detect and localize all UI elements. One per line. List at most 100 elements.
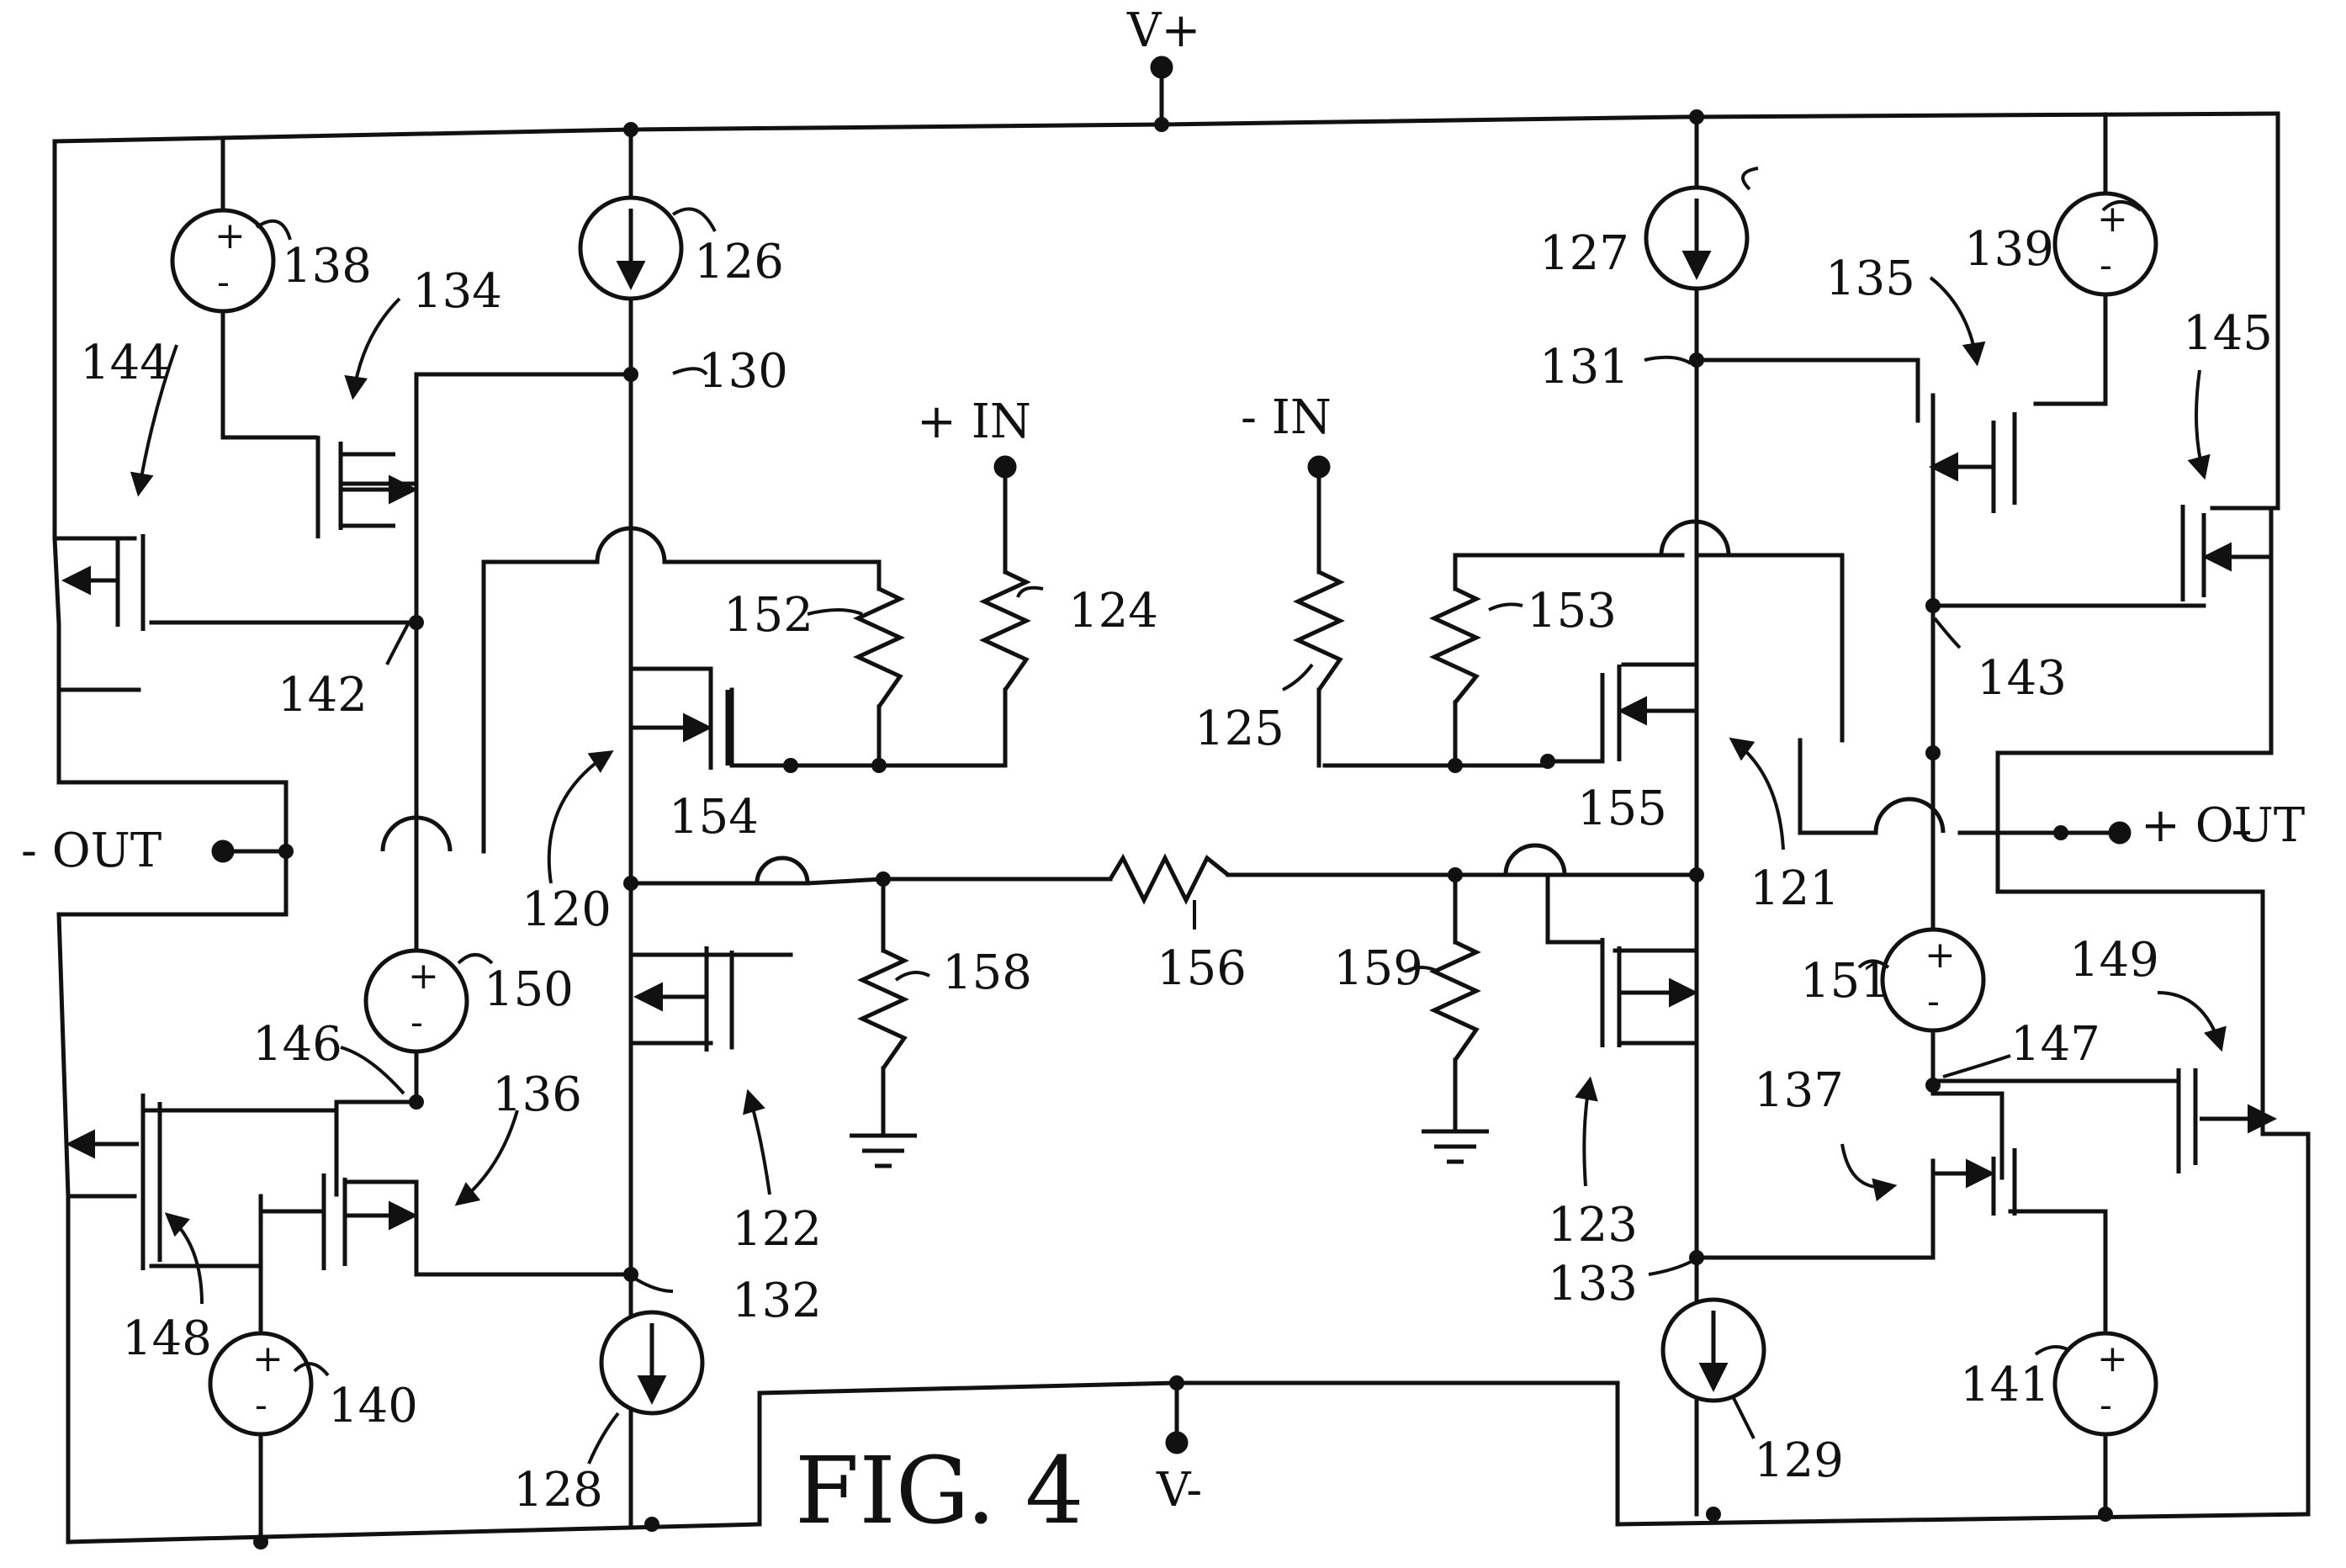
label-r120: 120: [522, 882, 612, 937]
reference-numerals: 126 138 134 130 144 142 152 124 154 120 …: [80, 222, 2273, 1518]
terminal-in-plus[interactable]: [993, 455, 1017, 479]
terminal-out-minus[interactable]: [211, 840, 235, 863]
label-minus: -: [217, 261, 230, 304]
label-r143: 143: [1977, 651, 2067, 706]
resistor-152: [853, 586, 905, 708]
label-minus: -: [2100, 1384, 2112, 1427]
resistor-158: [857, 948, 909, 1070]
out-plus-loop: [1995, 805, 2265, 1136]
mesh-144-src: [52, 536, 141, 692]
label-r158: 158: [942, 946, 1032, 1000]
voltage-source-141: [2052, 1331, 2158, 1437]
terminal-vplus[interactable]: [1150, 56, 1173, 79]
label-r132: 132: [732, 1274, 822, 1328]
mesh-137: [1694, 1158, 1936, 1260]
drain-135: [2033, 292, 2108, 406]
wiring: [52, 65, 2311, 1544]
label-minus: -: [410, 1001, 423, 1044]
current-sources: [578, 185, 1766, 1416]
label-r141: 141: [1960, 1358, 2050, 1412]
label-in-minus: - IN: [1241, 390, 1332, 445]
node-131-bus: [1694, 358, 1920, 423]
left-diffpair-top: [628, 666, 713, 726]
label-r142: 142: [278, 668, 368, 723]
terminal-dots: [211, 56, 2132, 1454]
resistors: [853, 569, 1481, 1070]
label-r159: 159: [1333, 941, 1423, 996]
label-vplus: V+: [1126, 3, 1200, 58]
label-out-plus: + OUT: [2141, 798, 2305, 853]
label-r146: 146: [252, 1017, 342, 1072]
label-r130: 130: [698, 344, 788, 399]
mesh-145-src: [1995, 506, 2274, 810]
ground-right: [1422, 1129, 1489, 1164]
label-r121: 121: [1750, 861, 1840, 916]
resistor-153: [1429, 586, 1481, 704]
transistor-122: [633, 946, 734, 1052]
terminal-vminus[interactable]: [1165, 1431, 1189, 1454]
label-r131: 131: [1539, 340, 1629, 395]
label-r147: 147: [2010, 1017, 2100, 1072]
hump: [755, 856, 810, 884]
label-r148: 148: [122, 1311, 212, 1366]
res-153-top: [1453, 553, 1685, 591]
transistor-135: [1929, 412, 2017, 513]
label-r136: 136: [492, 1067, 582, 1122]
label-r144: 144: [80, 336, 170, 390]
label-r134: 134: [412, 264, 502, 319]
label-r125: 125: [1194, 702, 1284, 756]
label-r122: 122: [732, 1202, 822, 1257]
res-152-feed-2: [662, 559, 882, 591]
label-r126: 126: [694, 235, 784, 289]
transistor-144: [61, 534, 146, 631]
junction-dots: [253, 109, 2113, 1549]
label-plus: +: [408, 955, 439, 998]
crossovers: [380, 519, 1946, 884]
gate-121: [1545, 704, 1605, 764]
label-r145: 145: [2183, 306, 2273, 361]
out-minus-loop: [56, 687, 289, 1199]
drain-134: [220, 309, 318, 440]
transistor-137: [1935, 1148, 2017, 1216]
resistor-125: [1293, 569, 1345, 691]
transistor-148: [66, 1094, 162, 1270]
voltage-source-150: [363, 948, 469, 1054]
rail-156-left: [628, 877, 1113, 886]
hump: [1873, 797, 1946, 834]
label-minus: -: [2100, 244, 2112, 287]
res-152-feed: [481, 559, 600, 854]
transistor-149: [2176, 1068, 2277, 1173]
terminal-in-minus[interactable]: [1307, 455, 1331, 479]
hump: [1659, 519, 1731, 556]
hump: [1503, 843, 1567, 876]
label-in-plus: + IN: [917, 395, 1031, 449]
left-lower-rail: [66, 1194, 137, 1544]
hump: [380, 815, 453, 852]
voltage-source-140: [208, 1331, 314, 1437]
reference-arrows: [130, 276, 2250, 1305]
label-r128: 128: [513, 1463, 603, 1518]
voltage-source-139: [2052, 191, 2158, 297]
transistor-134: [315, 436, 418, 538]
label-out-minus: - OUT: [21, 824, 162, 878]
label-r135: 135: [1825, 252, 1915, 306]
grounds: [850, 1129, 1489, 1168]
label-plus: +: [252, 1338, 283, 1380]
transistor-136: [321, 1173, 418, 1270]
label-r129: 129: [1754, 1433, 1844, 1488]
label-r149: 149: [2069, 933, 2159, 988]
resistor-159: [1429, 940, 1481, 1062]
label-r152: 152: [723, 588, 813, 643]
label-plus: +: [214, 215, 246, 257]
transistor-121: [1600, 665, 1697, 761]
label-r140: 140: [328, 1379, 418, 1433]
gate-123: [1545, 872, 1605, 1033]
label-r151: 151: [1800, 954, 1890, 1009]
left-mesh-lower: [334, 1099, 419, 1197]
node-130-bus: [414, 372, 633, 440]
label-r127: 127: [1539, 226, 1629, 281]
label-r153: 153: [1527, 584, 1617, 638]
terminal-labels: V+ V- + IN - IN - OUT + OUT: [21, 3, 2305, 1518]
voltage-source-151: [1880, 927, 1986, 1033]
resistor-156: [1108, 853, 1230, 905]
